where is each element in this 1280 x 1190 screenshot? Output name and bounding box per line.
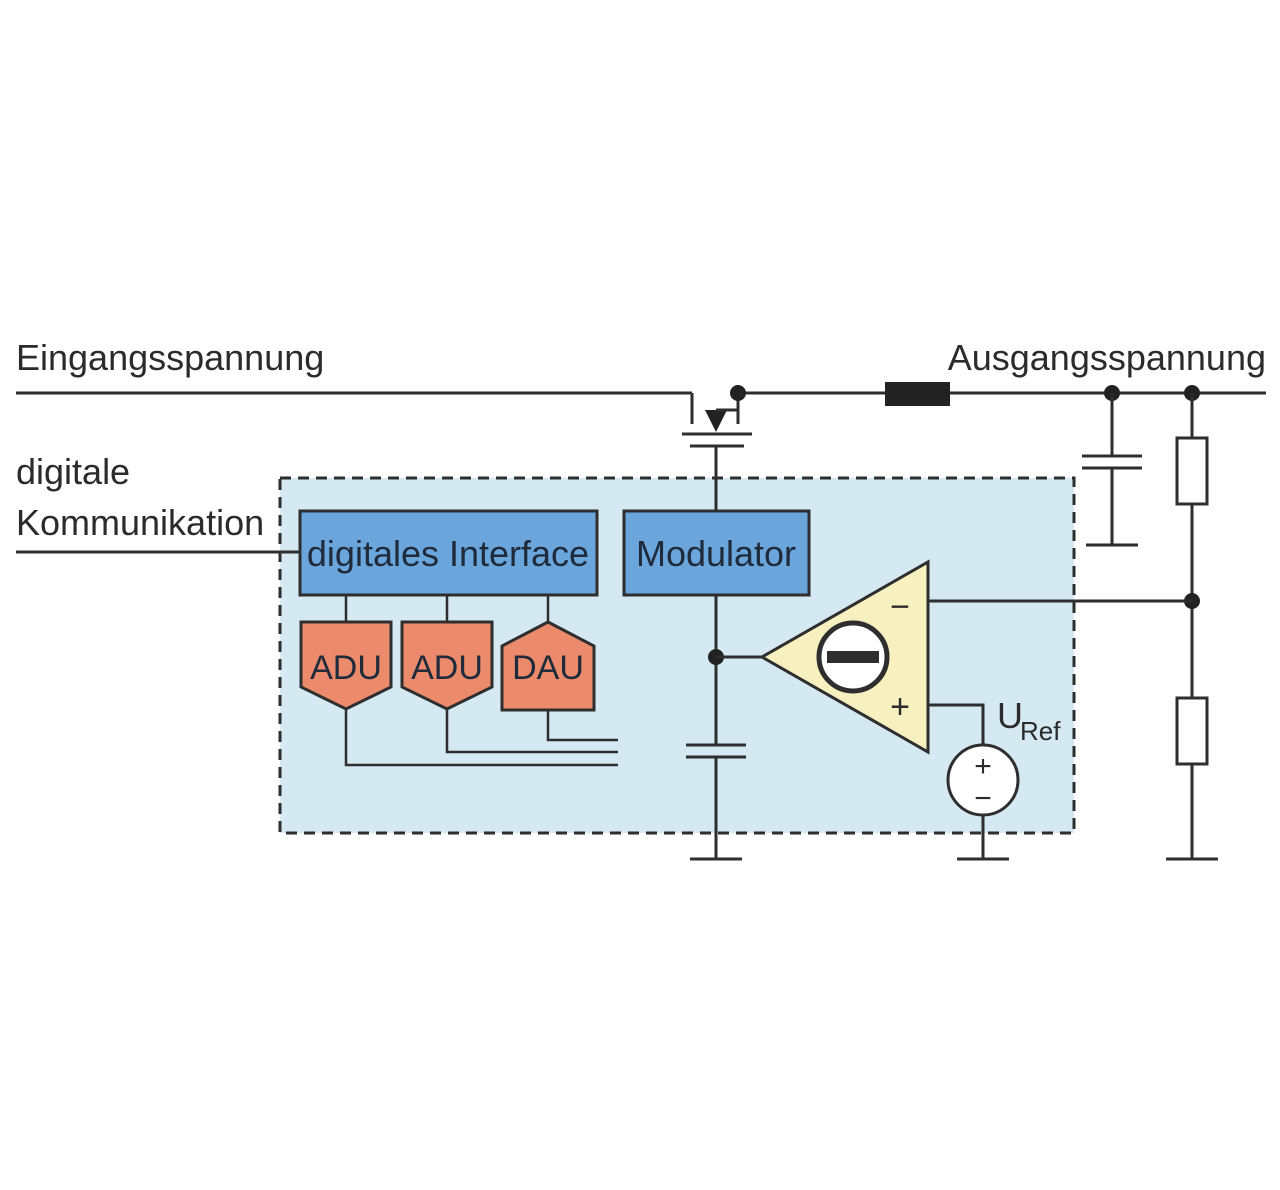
digital-interface-label: digitales Interface — [307, 533, 589, 574]
uref-subscript: Ref — [1020, 716, 1061, 746]
uref-label: U Ref — [997, 695, 1061, 746]
modulator-label: Modulator — [636, 533, 796, 574]
inductor — [885, 382, 950, 406]
converter-label: ADU — [310, 649, 382, 687]
mosfet-transistor — [682, 393, 752, 510]
uref-main: U — [997, 695, 1023, 736]
source-minus-sign: − — [974, 782, 992, 815]
digital-comm-label-line1: digitale — [16, 451, 130, 492]
adu-converter — [400, 620, 494, 711]
reference-voltage-source: + − — [928, 703, 1020, 861]
input-voltage-label: Eingangsspannung — [16, 337, 324, 378]
voltage-divider — [1166, 385, 1218, 861]
converter-bus — [344, 709, 618, 767]
digital-interface-block — [298, 509, 599, 597]
error-amplifier: − + — [758, 559, 930, 755]
opamp-minus-sign: − — [890, 588, 910, 626]
opamp-plus-sign: + — [890, 688, 910, 726]
converter-label: ADU — [411, 649, 483, 687]
output-capacitor — [1082, 385, 1142, 547]
junction-dot — [730, 385, 746, 401]
adu-converter — [299, 620, 393, 711]
converter-label: DAU — [512, 649, 584, 687]
digital-comm-label-line2: Kommunikation — [16, 502, 264, 543]
source-plus-sign: + — [974, 750, 992, 783]
compensation-capacitor — [686, 595, 762, 861]
output-voltage-label: Ausgangsspannung — [948, 337, 1266, 378]
